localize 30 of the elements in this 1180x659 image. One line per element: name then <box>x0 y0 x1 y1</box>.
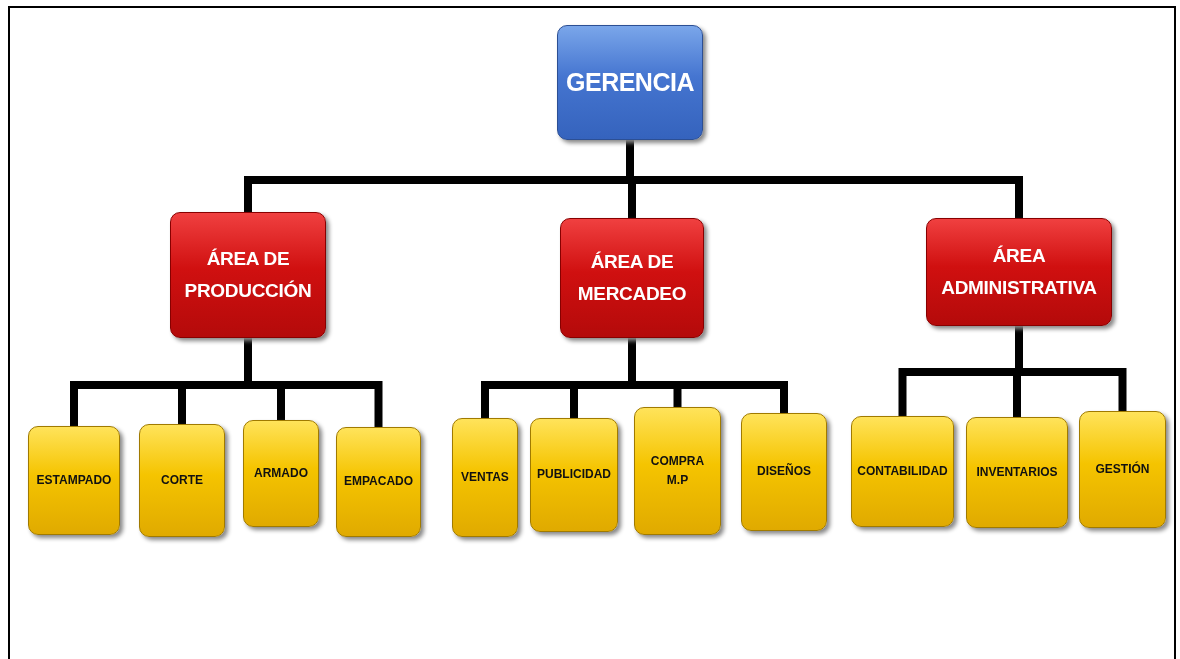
box-label: ÁREA ADMINISTRATIVA <box>940 243 1098 300</box>
org-box <box>139 424 225 537</box>
org-box <box>557 25 703 140</box>
box-label: ESTAMPADO <box>36 471 112 489</box>
box-label: ÁREA DE PRODUCCIÓN <box>183 246 313 303</box>
org-box <box>243 420 319 527</box>
org-box <box>452 418 518 537</box>
box-label: VENTAS <box>461 468 509 486</box>
org-box <box>966 417 1068 528</box>
org-box <box>336 427 421 537</box>
box-label: COMPRA M.P <box>649 452 706 489</box>
box-label: PUBLICIDAD <box>537 466 611 484</box>
box-label: CONTABILIDAD <box>857 462 948 480</box>
box-label: CORTE <box>161 471 203 489</box>
org-box <box>28 426 120 535</box>
org-box <box>530 418 618 532</box>
box-label: ÁREA DE MERCADEO <box>576 249 688 306</box>
org-box <box>1079 411 1166 528</box>
box-label: INVENTARIOS <box>976 463 1058 481</box>
org-box <box>560 218 704 338</box>
box-label: GERENCIA <box>566 68 694 97</box>
box-label: ARMADO <box>254 464 308 482</box>
org-box <box>741 413 827 531</box>
org-box <box>926 218 1112 326</box>
box-label: GESTIÓN <box>1095 460 1150 478</box>
org-box <box>851 416 954 527</box>
org-box <box>170 212 326 338</box>
box-label: DISEÑOS <box>757 462 811 481</box>
box-label: EMPACADO <box>343 473 414 491</box>
org-box <box>634 407 721 535</box>
